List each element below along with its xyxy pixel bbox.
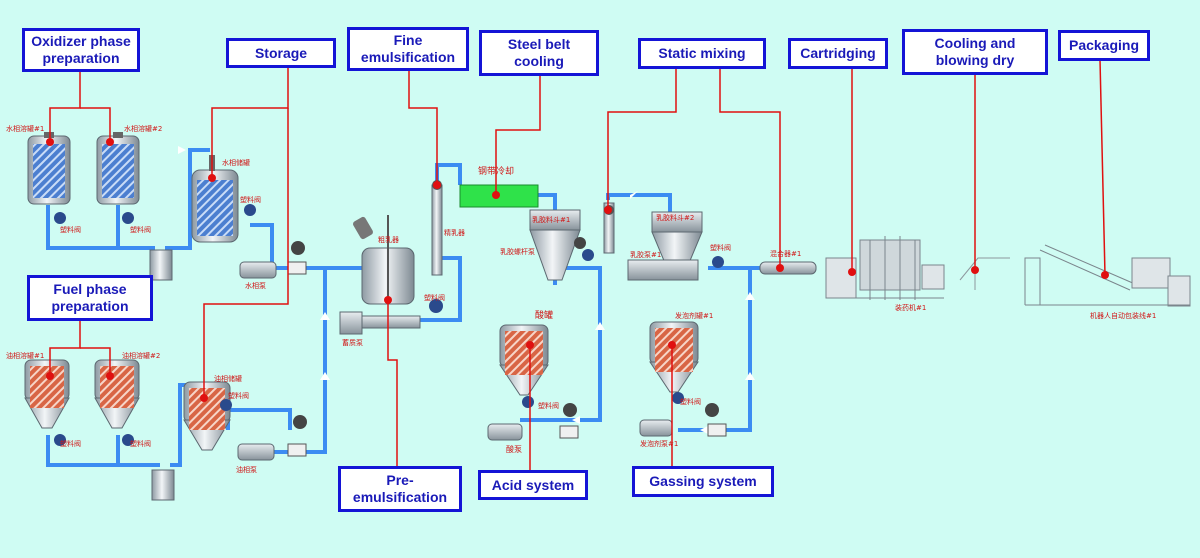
oxidizer-valves: [54, 204, 256, 224]
tag-tank2: 水相溶罐#2: [124, 124, 162, 133]
emulsion-hopper-1: [529, 209, 594, 281]
tag-screw-pump: 乳胶螺杆泵: [500, 247, 535, 256]
gassing-tank: [639, 321, 727, 437]
tag-valve-hop: 塑料阀: [710, 243, 731, 252]
tag-valve-pre: 塑料阀: [424, 293, 445, 302]
tag-fuel-storage: 油相储罐: [214, 374, 242, 383]
cartridging-machine: [825, 236, 945, 300]
tag-gas-tank: 发泡剂罐#1: [675, 311, 713, 320]
tag-valve-f2: 塑料阀: [130, 439, 151, 448]
tag-valve-acid: 塑料阀: [538, 401, 559, 410]
tag-valve-gas: 塑料阀: [680, 397, 701, 406]
tag-valve-f1: 塑料阀: [60, 439, 81, 448]
fuel-storage-tank: [183, 381, 231, 451]
tag-hopper1: 乳胶料斗#1: [532, 215, 570, 224]
equipment-tags: 水相溶罐#1 水相溶罐#2 水相储罐 塑料阀 塑料阀 塑料阀 水相泵 钢带冷却 …: [6, 124, 1156, 474]
tag-tank1: 水相溶罐#1: [6, 124, 44, 133]
pre-emulsifier: [339, 215, 443, 335]
fuel-valves: [54, 399, 232, 446]
tag-acid-tank: 酸罐: [535, 309, 553, 321]
label-fine-emulsification: Fine emulsification: [347, 27, 469, 71]
tag-valve3: 塑料阀: [240, 195, 261, 204]
packaging-line: [1024, 244, 1191, 307]
oxidizer-pump: [149, 241, 307, 281]
label-cooling-and-blowing-dry: Cooling and blowing dry: [902, 29, 1048, 75]
label-static-mixing: Static mixing: [638, 38, 766, 69]
tag-fuel-tank1: 油相溶罐#1: [6, 351, 44, 360]
label-gassing-system: Gassing system: [632, 466, 774, 497]
oxidizer-storage-tank: [191, 155, 239, 243]
tag-storage-tank: 水相储罐: [222, 158, 250, 167]
label-cartridging: Cartridging: [788, 38, 888, 69]
fuel-tank-1: [24, 359, 70, 429]
tag-acid-pump: 酸泵: [506, 444, 522, 454]
tag-fuel-pump: 蓄质泵: [342, 338, 363, 347]
callout-lines: [49, 59, 1106, 470]
tag-robot-pack: 机器人自动包装线#1: [1090, 311, 1156, 320]
acid-tank: [487, 324, 579, 441]
tag-hopper2: 乳胶料斗#2: [656, 213, 694, 222]
oxidizer-tank-1: [27, 132, 71, 205]
tag-fuel-pump2: 油相泵: [236, 465, 257, 474]
label-pre-emulsification: Pre- emulsification: [338, 466, 462, 512]
emulsion-hopper-2: [627, 211, 724, 281]
tag-static-mixer: 混合器#1: [770, 249, 801, 258]
tag-pump-water: 水相泵: [245, 281, 266, 290]
label-steel-belt-cooling: Steel belt cooling: [479, 30, 599, 76]
label-storage: Storage: [226, 38, 336, 68]
tag-valve2: 塑料阀: [130, 225, 151, 234]
tag-emulsion-pump: 乳胶泵#1: [630, 250, 661, 259]
label-packaging: Packaging: [1058, 30, 1150, 61]
static-mixer: [759, 261, 817, 275]
tag-fine-mixer: 精乳器: [444, 228, 465, 237]
tag-valve1: 塑料阀: [60, 225, 81, 234]
fuel-tank-2: [94, 359, 140, 429]
label-fuel-phase-preparation: Fuel phase preparation: [27, 275, 153, 321]
pipe-network: [46, 148, 760, 467]
fuel-pump: [151, 415, 307, 501]
cooling-conveyor: [959, 257, 1010, 290]
tag-cartridge-machine: 装药机#1: [895, 303, 926, 312]
callout-dots: [46, 138, 1109, 402]
fine-emulsifier: [431, 180, 443, 276]
label-acid-system: Acid system: [478, 470, 588, 500]
tag-belt-title: 钢带冷却: [478, 165, 514, 177]
tag-pre-mixer: 粗乳器: [378, 235, 399, 244]
label-oxidizer-phase-preparation: Oxidizer phase preparation: [22, 28, 140, 72]
tag-gas-pump: 发泡剂泵#1: [640, 439, 678, 448]
oxidizer-tank-2: [96, 132, 140, 205]
flow-arrows: [178, 146, 755, 434]
tag-fuel-tank2: 油相溶罐#2: [122, 351, 160, 360]
tag-valve-f3: 塑料阀: [228, 391, 249, 400]
